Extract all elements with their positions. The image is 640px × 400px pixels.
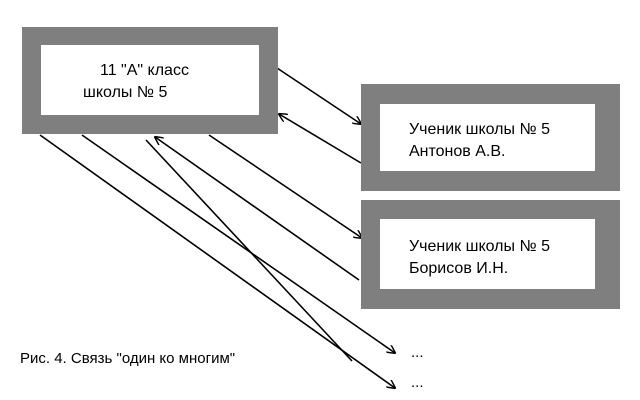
student-2-line-2: Борисов И.Н. (409, 260, 509, 277)
figure-caption: Рис. 4. Связь "один ко многим" (20, 350, 236, 367)
arrow-class-to-student-1 (276, 67, 361, 124)
class-box-line-1: 11 "A" класс (100, 62, 189, 79)
class-box: 11 "A" класс школы № 5 (22, 27, 278, 134)
student-2-line-1: Ученик школы № 5 (409, 238, 550, 255)
student-1-line-2: Антонов А.В. (409, 143, 506, 160)
arrow-class-to-more-1 (81, 134, 395, 353)
student-1-line-1: Ученик школы № 5 (409, 121, 550, 138)
student-box-2: Ученик школы № 5 Борисов И.Н. (361, 200, 620, 309)
arrow-class-to-student-2 (208, 134, 362, 238)
arrow-more-1-to-class (145, 139, 353, 362)
class-box-line-2: школы № 5 (83, 84, 168, 101)
student-box-1: Ученик школы № 5 Антонов А.В. (361, 84, 620, 191)
more-students-1: ... (411, 344, 424, 361)
arrow-student-2-to-class (155, 137, 360, 281)
arrow-student-1-to-class (279, 114, 362, 164)
more-students-2: ... (411, 374, 424, 391)
arrow-class-to-more-2 (39, 134, 395, 388)
